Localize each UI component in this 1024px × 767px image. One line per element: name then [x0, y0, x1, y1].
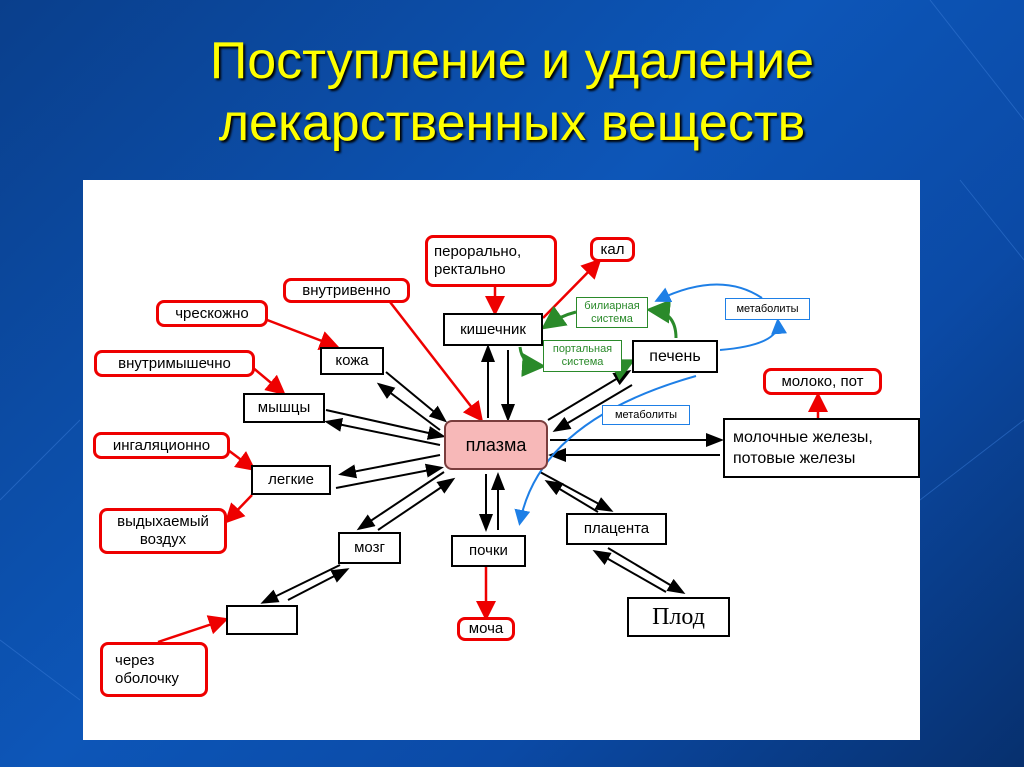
arrow-liver-plasma [552, 384, 633, 433]
arrow-liver-metabolites-low [514, 375, 697, 526]
label: перорально, [434, 243, 522, 260]
arrow-membrane-box [157, 615, 229, 644]
output-urine: моча [457, 617, 515, 641]
arrow-liver-metabolites [719, 318, 787, 351]
organ-skin: кожа [320, 347, 384, 375]
portal-system: портальная система [543, 340, 622, 372]
arrow-biliary-intestine [541, 305, 577, 330]
arrow-skin-plasma [385, 371, 448, 423]
arrow-lungs-plasma [335, 463, 444, 489]
arrow-inhal-lungs [227, 449, 256, 471]
organ-muscles: мышцы [243, 393, 325, 423]
metabolites-top: метаболиты [725, 298, 810, 320]
slide-title: Поступление и удаление лекарственных вещ… [0, 30, 1024, 154]
label: ректально [434, 261, 506, 278]
label: потовые железы [733, 450, 856, 467]
arrow-placenta-fetus [607, 547, 686, 595]
arrow-plasma-skin [376, 382, 441, 431]
route-intravenous: внутривенно [283, 278, 410, 303]
route-through-membrane: через оболочку [100, 642, 208, 697]
route-inhalation: ингаляционно [93, 432, 230, 459]
arrow-brain-box [260, 564, 341, 604]
label: выдыхаемый [117, 513, 209, 530]
organ-placenta: плацента [566, 513, 667, 545]
arrow-intestine-portal [518, 346, 546, 377]
label: система [561, 356, 604, 368]
organ-brain: мозг [338, 532, 401, 564]
arrow-metabolites-biliary [654, 283, 763, 302]
arrow-iv-plasma [389, 301, 484, 422]
metabolites-low: метаболиты [602, 405, 690, 425]
organ-glands: молочные железы, потовые железы [723, 418, 920, 478]
arrow-box-brain [287, 568, 350, 601]
arrow-plasma-placenta [539, 471, 614, 512]
label: система [591, 312, 633, 325]
label: портальная [552, 343, 613, 355]
arrow-brain-plasma [377, 477, 456, 531]
arrow-plasma-brain [356, 471, 445, 531]
biliary-system: билиарная система [576, 297, 648, 328]
arrow-muscles-plasma [325, 409, 446, 440]
arrow-placenta-plasma [544, 479, 599, 513]
title-line-1: Поступление и удаление [209, 32, 815, 90]
organ-kidneys: почки [451, 535, 526, 567]
arrow-portal-liver [608, 359, 636, 381]
output-feces: кал [590, 237, 635, 262]
output-milk-sweat: молоко, пот [763, 368, 882, 395]
label: молочные железы, [733, 429, 873, 446]
organ-lungs: легкие [251, 465, 331, 495]
arrow-im-muscles [251, 366, 286, 396]
arrow-fetus-placenta [592, 550, 667, 593]
label: билиарная [584, 299, 640, 312]
arrow-liver-biliary [646, 299, 678, 339]
fetus: Плод [627, 597, 730, 637]
label: воздух [139, 531, 187, 548]
route-transdermal: чрескожно [156, 300, 268, 327]
arrow-lungs-exhaled [224, 494, 253, 524]
plasma: плазма [444, 420, 548, 470]
route-oral-rectal: перорально, ректально [425, 235, 557, 287]
organ-liver: печень [632, 340, 718, 373]
label: оболочку [115, 669, 179, 687]
organ-intestine: кишечник [443, 313, 543, 346]
arrow-transdermal-skin [261, 316, 340, 350]
title-line-2: лекарственных веществ [218, 94, 806, 152]
arrow-plasma-muscles [324, 417, 441, 446]
empty-box [226, 605, 298, 635]
output-exhaled-air: выдыхаемый воздух [99, 508, 227, 554]
route-intramuscular: внутримышечно [94, 350, 255, 377]
arrow-plasma-lungs [338, 454, 441, 479]
label: через [115, 651, 155, 669]
